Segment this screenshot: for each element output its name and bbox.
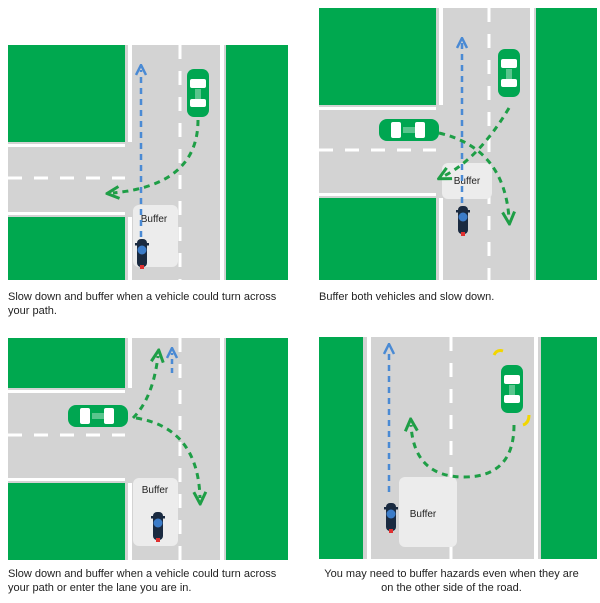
grass-block <box>319 198 436 280</box>
buffer-label: Buffer <box>454 176 481 187</box>
car-turn-path-arrow-icon <box>131 356 158 420</box>
buffer-label: Buffer <box>142 485 169 496</box>
diagram-panel-2: Buffer <box>319 8 597 280</box>
caption-4: You may need to buffer hazards even when… <box>324 568 579 594</box>
grass-block <box>8 483 125 560</box>
grass-block <box>536 8 597 280</box>
grass-block <box>8 217 125 280</box>
diagram-panel-1: Buffer <box>8 45 288 280</box>
car-icon <box>379 119 439 141</box>
diagram-panel-4: Buffer <box>319 337 597 559</box>
diagram-panel-3: Buffer <box>8 338 288 560</box>
indicator-icon <box>522 414 531 427</box>
indicator-icon <box>492 349 504 356</box>
buffer-zone <box>133 478 178 546</box>
caption-1: Slow down and buffer when a vehicle coul… <box>8 291 277 317</box>
intersection-diagram-1: Buffer <box>8 45 288 280</box>
buffer-zone <box>442 163 492 199</box>
intersection-diagram-3: Buffer <box>8 338 288 560</box>
buffer-label: Buffer <box>410 509 437 520</box>
car-icon <box>68 405 128 427</box>
grass-block <box>8 45 125 142</box>
buffer-zone <box>399 477 457 547</box>
car-u-turn-path-arrow-icon <box>411 425 516 479</box>
car-icon <box>187 69 209 117</box>
grass-block <box>226 45 288 280</box>
grass-block <box>541 337 597 559</box>
car-icon <box>501 365 523 413</box>
grass-block <box>226 338 288 560</box>
caption-2: Buffer both vehicles and slow down. <box>319 291 495 303</box>
grass-block <box>319 8 436 105</box>
car-turn-path-arrow-icon <box>113 119 200 193</box>
car-turn-path-arrow-icon <box>135 416 200 498</box>
grass-block <box>319 337 363 559</box>
caption-3: Slow down and buffer when a vehicle coul… <box>8 568 277 594</box>
grass-block <box>8 338 125 388</box>
car-turn-path-arrow-icon <box>438 131 509 218</box>
road-diagram-4: Buffer <box>319 337 597 559</box>
buffer-label: Buffer <box>141 214 168 225</box>
car-icon <box>498 49 520 97</box>
car-turn-path-arrow-icon <box>444 107 511 176</box>
intersection-diagram-2: Buffer <box>319 8 597 280</box>
